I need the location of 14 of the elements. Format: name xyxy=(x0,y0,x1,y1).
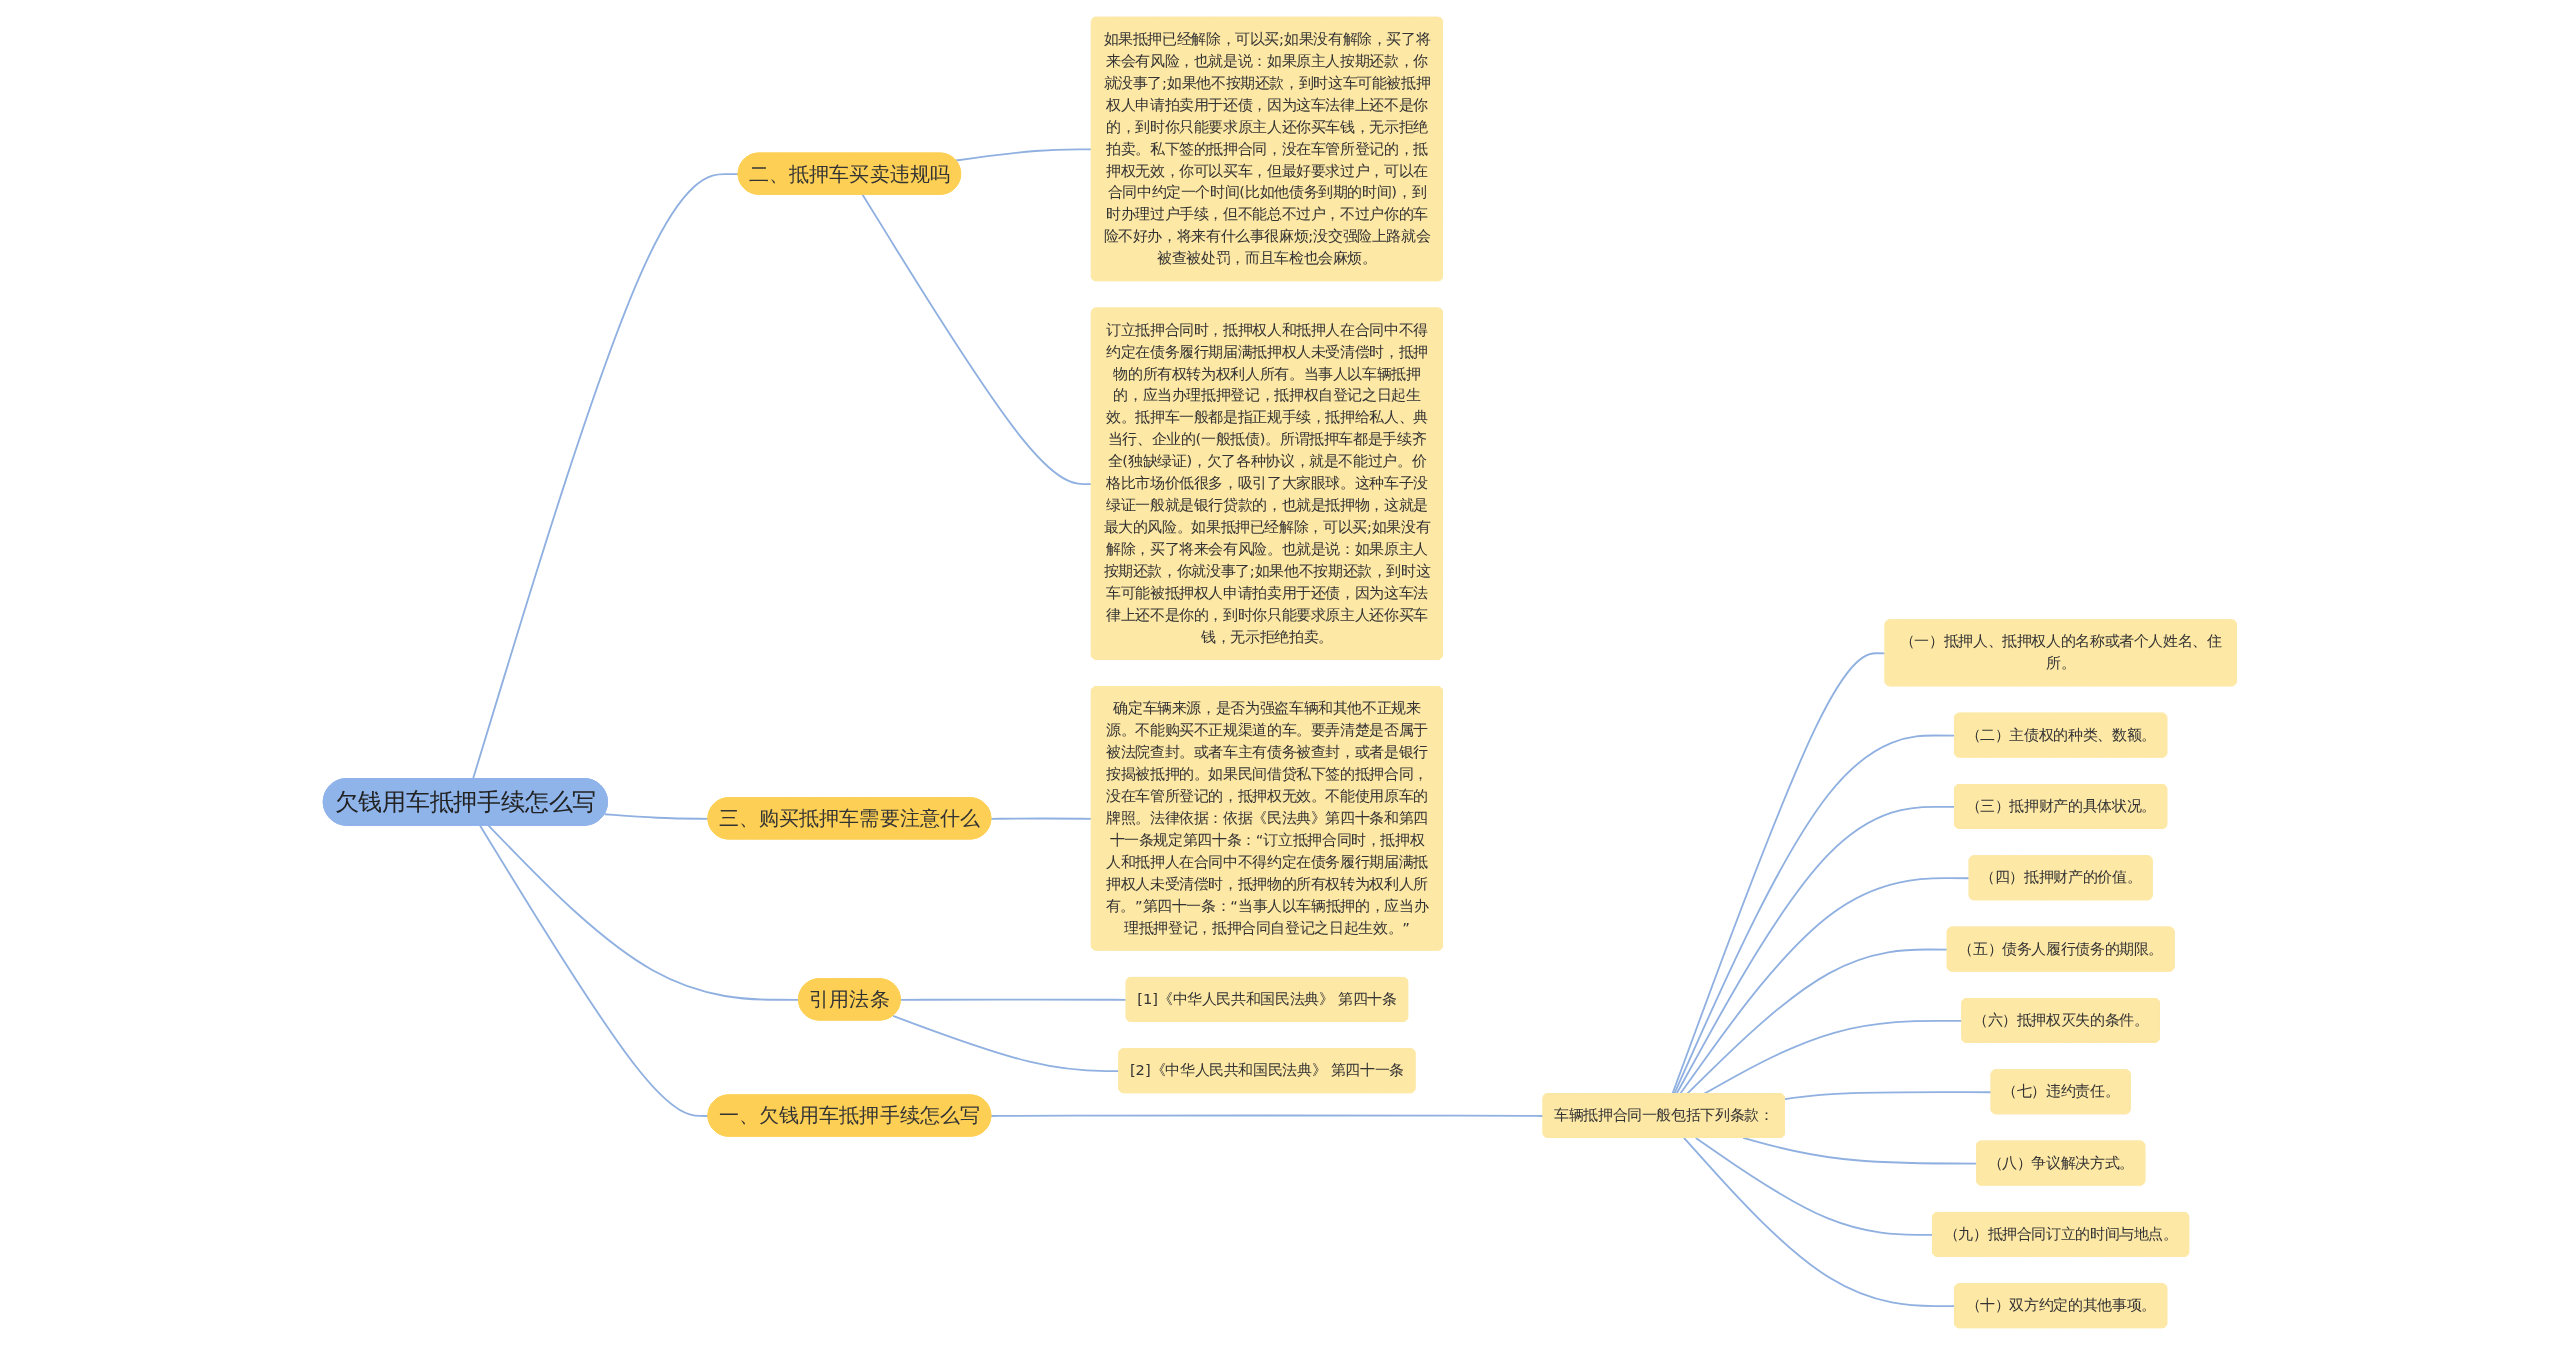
connector xyxy=(1686,948,1949,1095)
connector xyxy=(955,148,1093,162)
connector xyxy=(1671,652,1887,1095)
connector xyxy=(892,1015,1121,1073)
connector xyxy=(1679,877,1971,1095)
connector xyxy=(1703,1019,1964,1095)
connector xyxy=(900,998,1128,1001)
connector xyxy=(861,193,1093,486)
connector xyxy=(990,817,1093,820)
connector xyxy=(472,173,740,780)
connector xyxy=(1784,1091,1993,1101)
connector xyxy=(479,824,710,1117)
connector xyxy=(990,1114,1545,1117)
connector xyxy=(603,813,710,820)
